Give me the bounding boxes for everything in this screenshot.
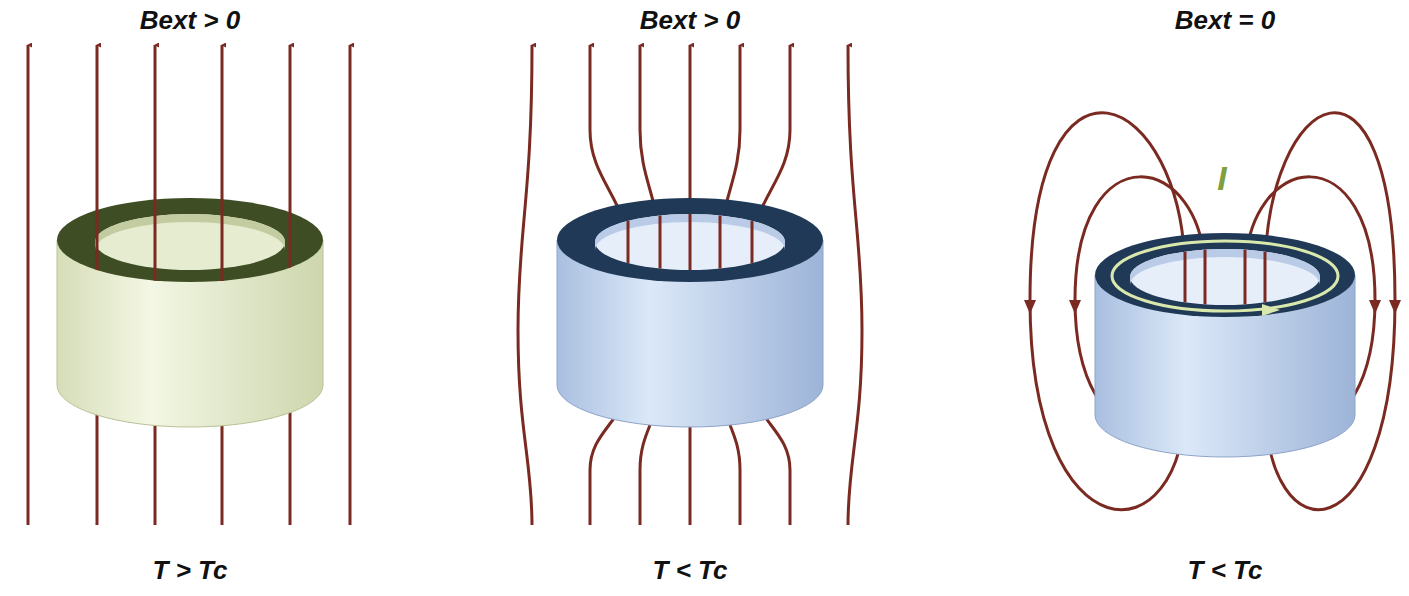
condition-label: Bext = 0 bbox=[1175, 6, 1275, 35]
condition-label: T < Tc bbox=[653, 556, 728, 585]
field-lines-top bbox=[97, 190, 290, 300]
current-label: I bbox=[1217, 160, 1226, 197]
current-loop bbox=[1112, 241, 1338, 316]
superconducting-ring bbox=[557, 198, 823, 427]
condition-label: T > Tc bbox=[153, 556, 228, 585]
field-lines-hole bbox=[628, 200, 752, 300]
condition-label: T < Tc bbox=[1188, 556, 1263, 585]
field-lines bbox=[28, 45, 1395, 525]
field-lines-hole bbox=[1185, 240, 1265, 320]
condition-label: Bext > 0 bbox=[640, 6, 740, 35]
superconducting-ring bbox=[1095, 233, 1355, 457]
condition-label: Bext > 0 bbox=[140, 6, 240, 35]
